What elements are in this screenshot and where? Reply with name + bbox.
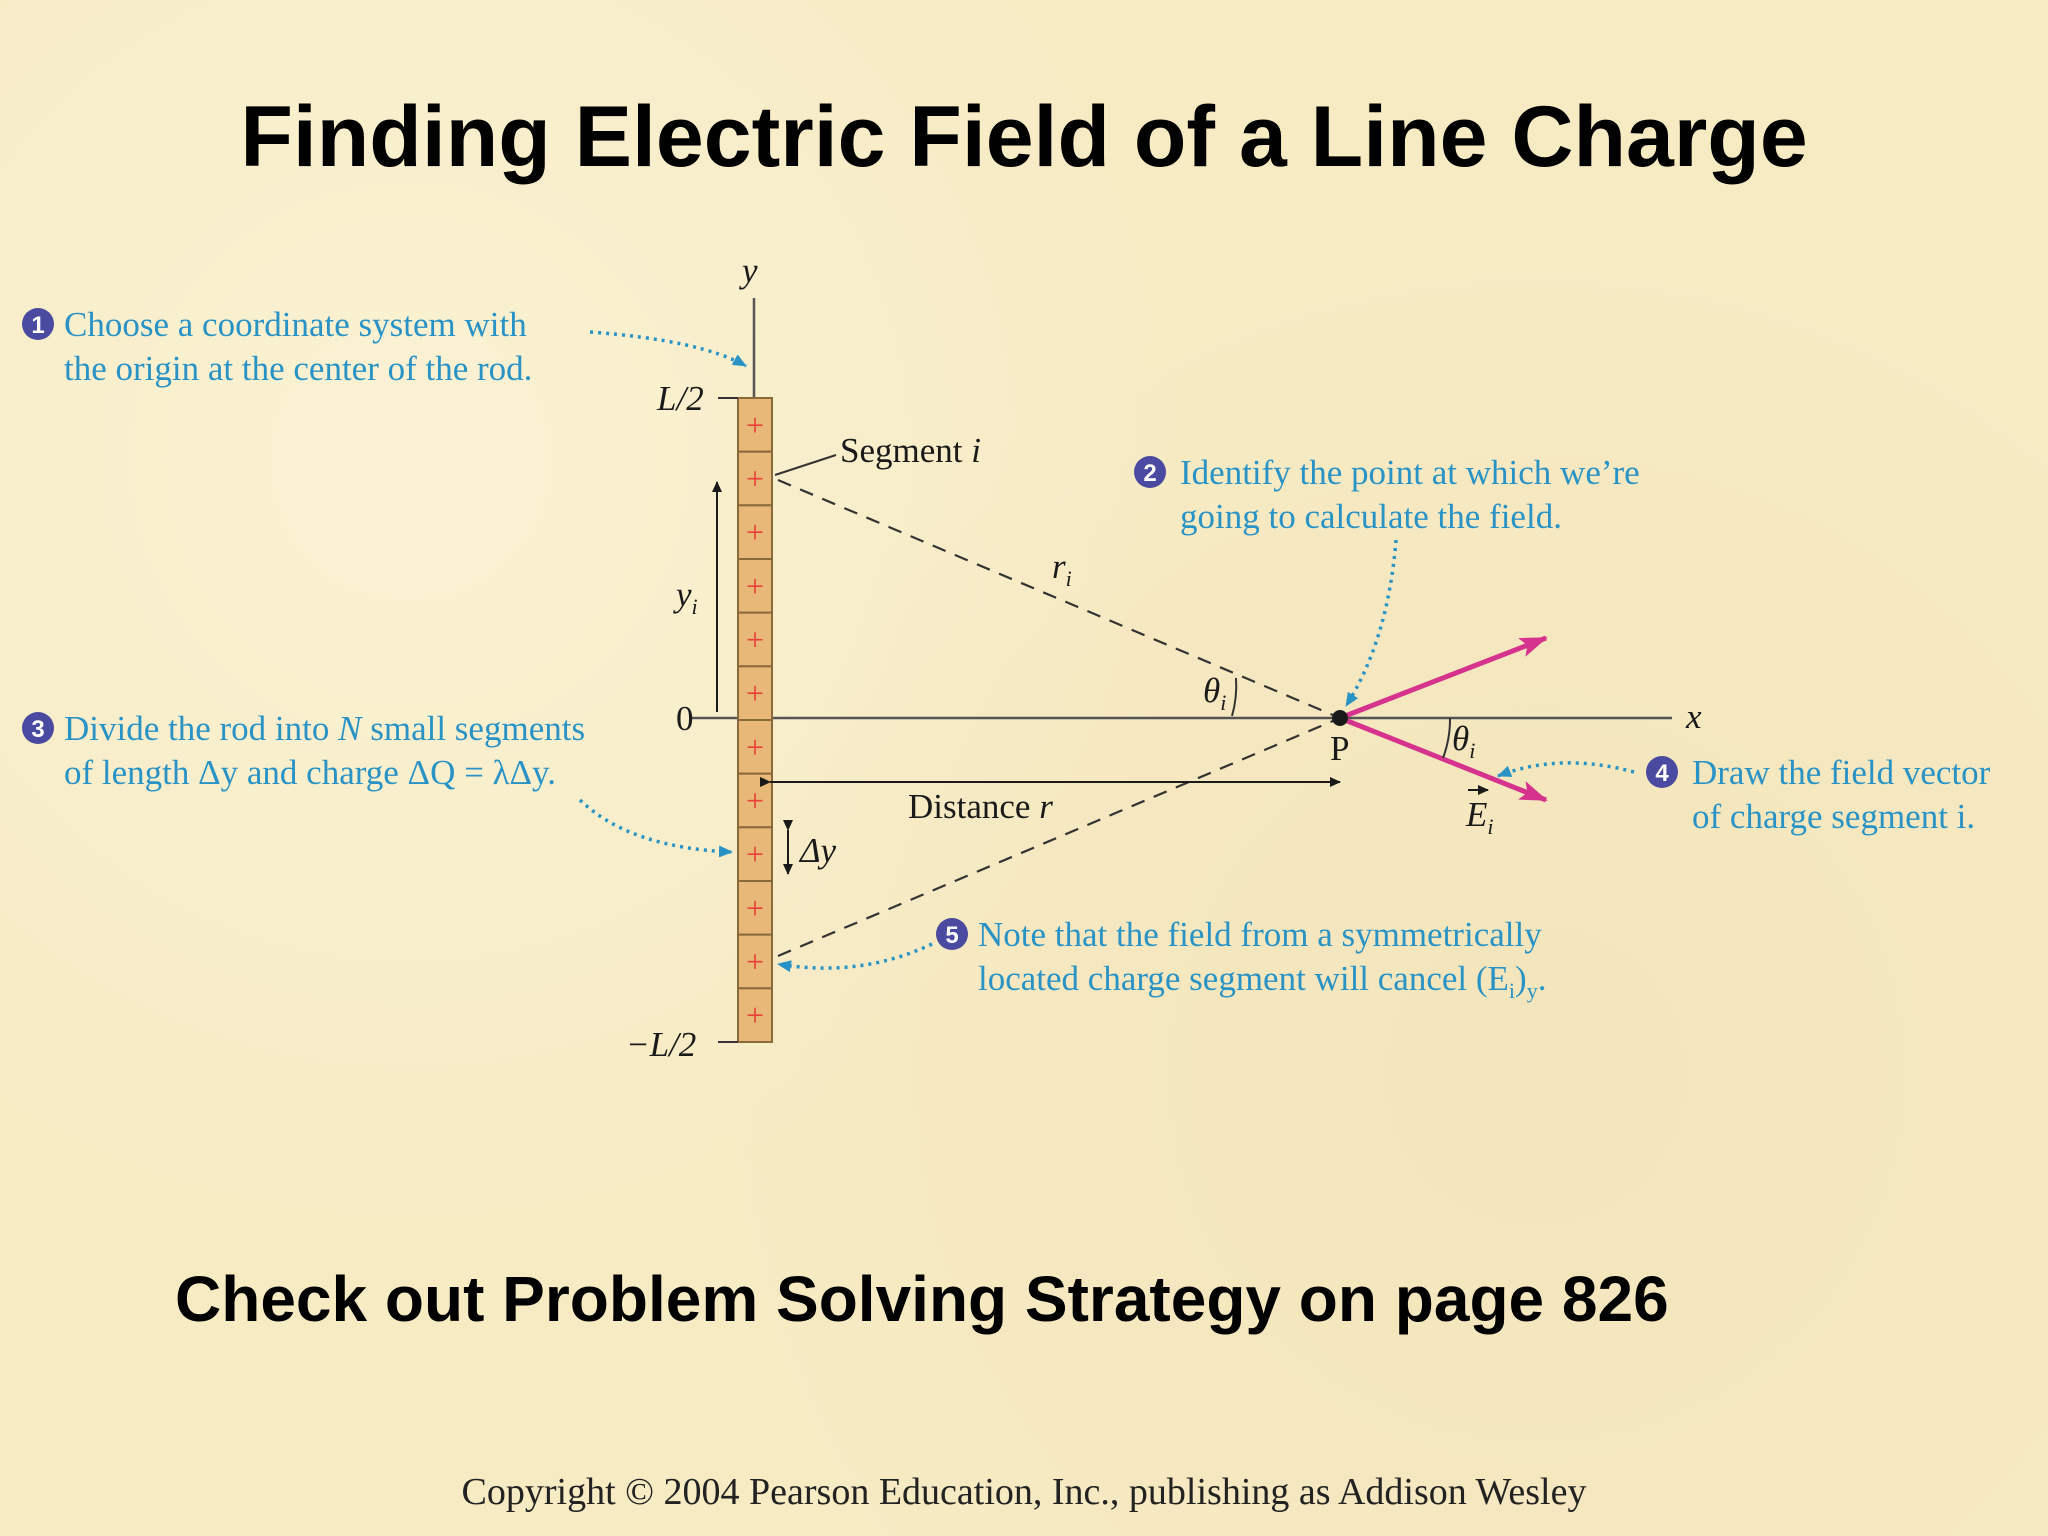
delta-y-label: Δy (798, 831, 837, 870)
plus-charge-sign: + (746, 514, 764, 550)
svg-text:the origin at the center of th: the origin at the center of the rod. (64, 349, 532, 388)
plus-charge-sign: + (746, 675, 764, 711)
charged-rod: + + + + + + + + + + + + (737, 397, 773, 1043)
svg-text:of charge segment i.: of charge segment i. (1692, 797, 1975, 836)
step-1-annotation: 1 Choose a coordinate system with the or… (22, 305, 747, 388)
symmetric-dashed-line (777, 716, 1341, 958)
svg-text:3: 3 (31, 716, 44, 743)
copyright-footer: Copyright © 2004 Pearson Education, Inc.… (461, 1471, 1587, 1513)
svg-text:Divide the rod into N small se: Divide the rod into N small segments (64, 709, 585, 748)
page-title: Finding Electric Field of a Line Charge (240, 89, 1808, 185)
y-axis-label: y (739, 251, 758, 290)
svg-text:Note that the field from a sym: Note that the field from a symmetrically (978, 915, 1542, 954)
theta-label-bottom: θi (1452, 719, 1475, 763)
bottom-end-label: −L/2 (626, 1025, 696, 1064)
plus-charge-sign: + (746, 944, 764, 980)
strategy-note: Check out Problem Solving Strategy on pa… (175, 1263, 1669, 1335)
field-vector-ei (1339, 715, 1548, 803)
plus-charge-sign: + (746, 783, 764, 819)
svg-text:4: 4 (1655, 760, 1669, 787)
x-axis-label: x (1685, 697, 1702, 736)
svg-text:located charge segment will ca: located charge segment will cancel (Ei)y… (978, 959, 1546, 1003)
plus-charge-sign: + (746, 407, 764, 443)
svg-text:5: 5 (945, 922, 958, 949)
svg-text:2: 2 (1143, 460, 1156, 487)
svg-text:going to calculate the field.: going to calculate the field. (1180, 497, 1562, 536)
distance-label: Distance r (908, 787, 1053, 826)
ri-label: ri (1052, 547, 1072, 591)
svg-text:Draw the field vector: Draw the field vector (1692, 753, 1991, 792)
step-4-annotation: 4 Draw the field vector of charge segmen… (1497, 753, 1991, 836)
field-vector-upper (1339, 635, 1548, 721)
rod-segment (737, 880, 773, 936)
plus-charge-sign: + (746, 997, 764, 1033)
plus-charge-sign: + (746, 622, 764, 658)
rod-segment (737, 719, 773, 775)
ri-dashed-line (777, 478, 1341, 720)
plus-charge-sign: + (746, 568, 764, 604)
point-p (1332, 710, 1348, 726)
point-p-label: P (1330, 729, 1349, 768)
svg-text:1: 1 (31, 312, 44, 339)
ei-label: Ei (1465, 795, 1494, 839)
step-3-annotation: 3 Divide the rod into N small segments o… (22, 709, 733, 858)
svg-text:of length Δy and charge ΔQ = λ: of length Δy and charge ΔQ = λΔy. (64, 753, 556, 792)
plus-charge-sign: + (746, 461, 764, 497)
plus-charge-sign: + (746, 890, 764, 926)
segment-label: Segment i (840, 431, 981, 470)
yi-label: yi (673, 575, 698, 619)
plus-charge-sign: + (746, 729, 764, 765)
origin-label: 0 (676, 699, 694, 738)
rod-segment (737, 987, 773, 1043)
step-2-annotation: 2 Identify the point at which we’re goin… (1134, 453, 1640, 707)
step-5-annotation: 5 Note that the field from a symmetrical… (777, 915, 1546, 1003)
rod-segment (737, 450, 773, 507)
plus-charge-sign: + (746, 836, 764, 872)
svg-text:Choose a coordinate system wit: Choose a coordinate system with (64, 305, 527, 344)
theta-label-top: θi (1203, 671, 1226, 715)
rod-segment (737, 665, 773, 721)
svg-text:Identify the point at which we: Identify the point at which we’re (1180, 453, 1640, 492)
top-end-label: L/2 (656, 379, 704, 418)
